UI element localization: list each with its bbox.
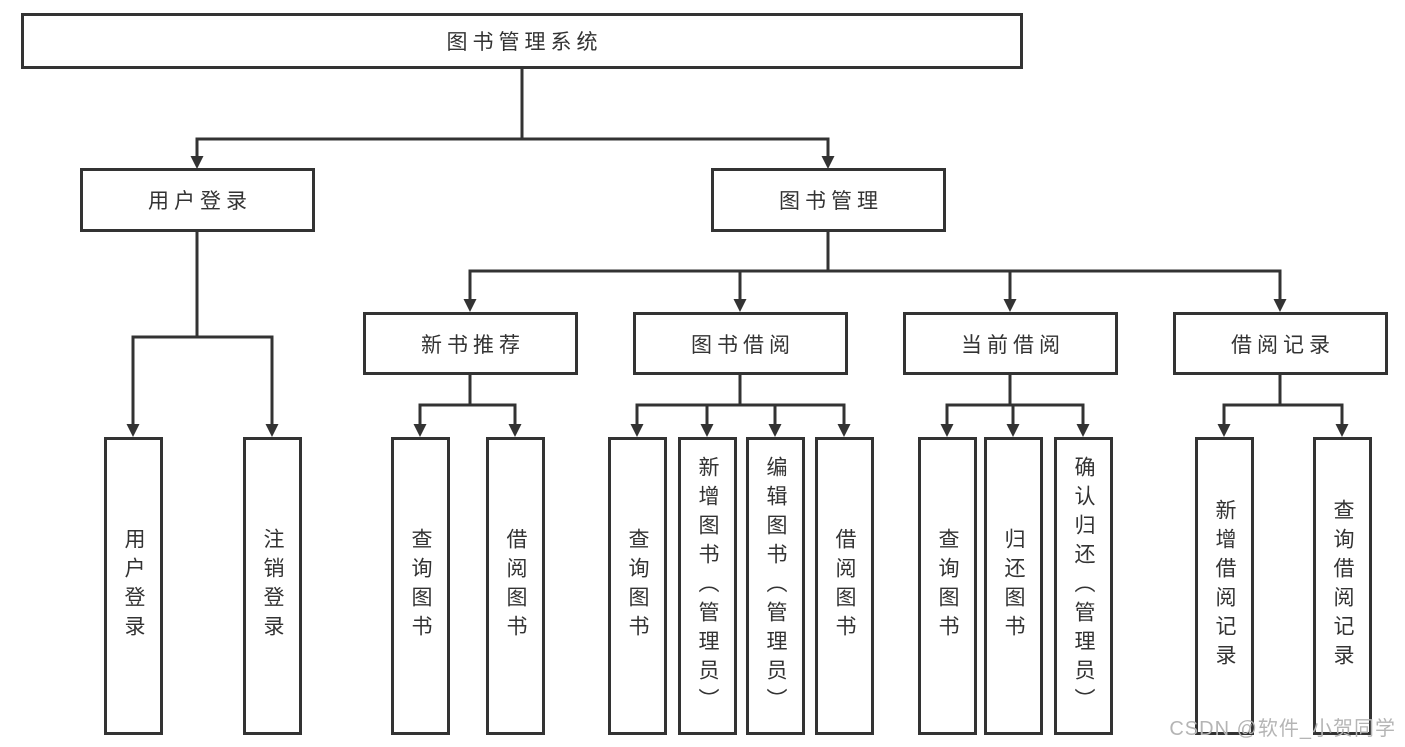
- connector-recommend-to-leaves: [413, 373, 522, 437]
- connector-userlogin-to-leaves: [126, 230, 279, 437]
- node-book-management: 图书管理: [711, 168, 946, 232]
- node-new-book-recommend: 新书推荐: [363, 312, 578, 375]
- leaf-records-query-record: 查询借阅记录: [1313, 437, 1372, 735]
- node-book-borrow: 图书借阅: [633, 312, 848, 375]
- connector-bookmgmt-to-level3: [463, 230, 1287, 312]
- leaf-borrow-query-books: 查询图书: [608, 437, 667, 735]
- connector-borrow-to-leaves: [630, 373, 851, 437]
- node-borrow-records: 借阅记录: [1173, 312, 1388, 375]
- connector-records-to-leaves: [1217, 373, 1349, 437]
- node-user-login: 用户登录: [80, 168, 315, 232]
- leaf-recommend-query-books: 查询图书: [391, 437, 450, 735]
- leaf-current-confirm-return-admin: 确认归还（管理员）: [1054, 437, 1113, 735]
- csdn-watermark: CSDN @软件_小贺同学: [1169, 718, 1396, 740]
- connector-root-to-level2: [190, 67, 835, 169]
- node-current-borrow: 当前借阅: [903, 312, 1118, 375]
- leaf-borrow-borrow-books: 借阅图书: [815, 437, 874, 735]
- leaf-records-add-record: 新增借阅记录: [1195, 437, 1254, 735]
- leaf-recommend-borrow-books: 借阅图书: [486, 437, 545, 735]
- leaf-user-login: 用户登录: [104, 437, 163, 735]
- connector-current-to-leaves: [940, 373, 1090, 437]
- leaf-current-query-books: 查询图书: [918, 437, 977, 735]
- leaf-logout: 注销登录: [243, 437, 302, 735]
- leaf-borrow-edit-books-admin: 编辑图书（管理员）: [746, 437, 805, 735]
- leaf-current-return-books: 归还图书: [984, 437, 1043, 735]
- leaf-borrow-add-books-admin: 新增图书（管理员）: [678, 437, 737, 735]
- node-root-system: 图书管理系统: [21, 13, 1023, 69]
